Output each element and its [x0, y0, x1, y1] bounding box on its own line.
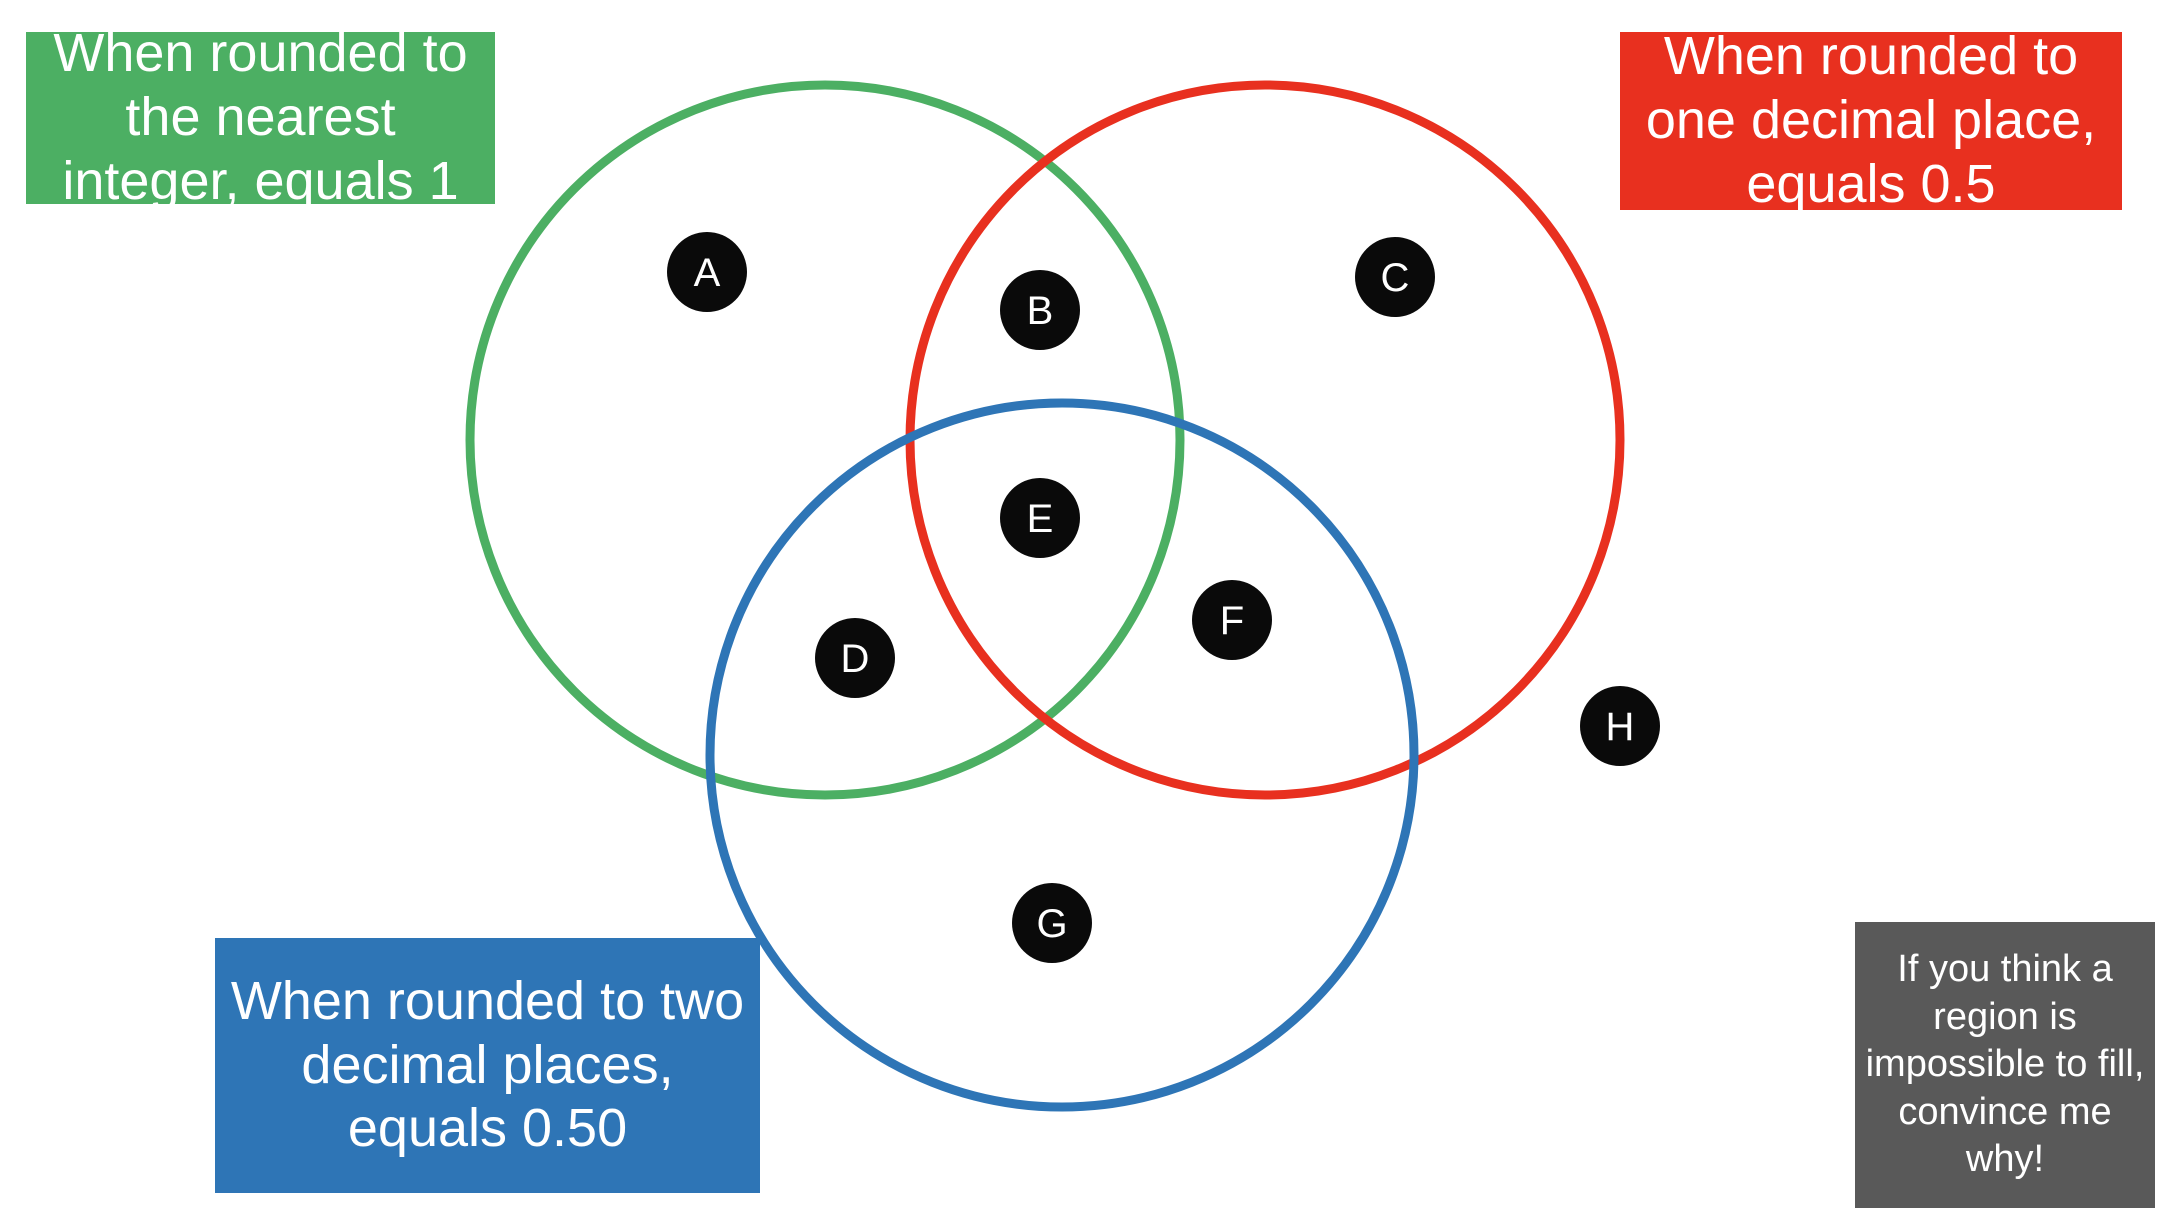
callout-instruction-note: If you think a region is impossible to f…: [1855, 922, 2155, 1208]
venn-point-h: H: [1580, 686, 1660, 766]
venn-circle-blue: [705, 398, 1419, 1112]
point-marker-c: [1355, 237, 1435, 317]
point-label-g: G: [1036, 902, 1067, 946]
venn-point-e: E: [1000, 478, 1080, 558]
venn-point-c: C: [1355, 237, 1435, 317]
venn-point-b: B: [1000, 270, 1080, 350]
venn-circles-group: [465, 80, 1625, 1112]
venn-point-a: A: [667, 232, 747, 312]
point-label-a: A: [694, 251, 721, 295]
point-label-c: C: [1381, 256, 1410, 300]
venn-point-d: D: [815, 618, 895, 698]
callout-two-decimal-places: When rounded to two decimal places, equa…: [215, 938, 760, 1193]
venn-point-f: F: [1192, 580, 1272, 660]
point-marker-h: [1580, 686, 1660, 766]
venn-circle-red: [905, 80, 1625, 800]
venn-points-group: A B C D E F G H: [667, 232, 1660, 963]
venn-point-g: G: [1012, 883, 1092, 963]
point-label-f: F: [1220, 599, 1244, 643]
point-label-b: B: [1027, 289, 1054, 333]
point-label-e: E: [1027, 497, 1054, 541]
point-marker-f: [1192, 580, 1272, 660]
point-marker-a: [667, 232, 747, 312]
point-marker-b: [1000, 270, 1080, 350]
point-label-h: H: [1606, 705, 1635, 749]
callout-nearest-integer: When rounded to the nearest integer, equ…: [26, 23, 495, 211]
venn-circle-green: [465, 80, 1185, 800]
point-marker-g: [1012, 883, 1092, 963]
point-marker-e: [1000, 478, 1080, 558]
point-label-d: D: [841, 637, 870, 681]
callout-one-decimal-place: When rounded to one decimal place, equal…: [1620, 26, 2122, 214]
point-marker-d: [815, 618, 895, 698]
